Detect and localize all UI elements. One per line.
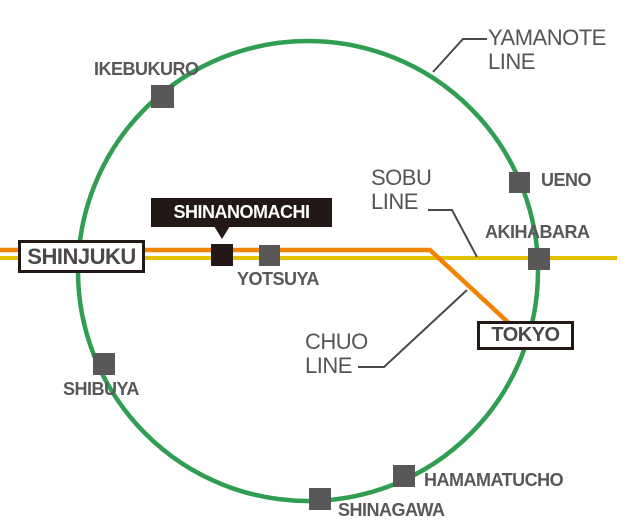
shinanomachi-pointer-triangle bbox=[214, 226, 230, 239]
station-label-hamamatucho: HAMAMATUCHO bbox=[424, 470, 564, 490]
station-label-akihabara: AKIHABARA bbox=[485, 222, 590, 242]
station-label-ikebukuro: IKEBUKURO bbox=[94, 59, 199, 79]
station-marker-shinagawa bbox=[309, 488, 331, 510]
station-marker-yotsuya bbox=[259, 245, 280, 266]
station-label-yotsuya: YOTSUYA bbox=[237, 269, 319, 289]
station-marker-shinanomachi bbox=[211, 244, 233, 266]
shinjuku-label-text: SHINJUKU bbox=[27, 243, 136, 269]
tokyo-label-text: TOKYO bbox=[491, 324, 560, 346]
station-label-shinjuku: SHINJUKU bbox=[18, 240, 145, 273]
station-label-shinanomachi: SHINANOMACHI bbox=[151, 198, 332, 227]
yamanote-callout-line bbox=[432, 38, 487, 73]
shinanomachi-label-text: SHINANOMACHI bbox=[173, 202, 311, 222]
station-marker-shibuya bbox=[93, 353, 115, 375]
line-label-yamanote: YAMANOTE LINE bbox=[488, 25, 606, 74]
station-marker-ueno bbox=[509, 172, 530, 193]
station-label-ueno: UENO bbox=[541, 170, 592, 190]
line-label-chuo: CHUO LINE bbox=[305, 329, 368, 378]
station-label-shibuya: SHIBUYA bbox=[63, 379, 139, 399]
sobu-callout-line bbox=[428, 209, 478, 258]
station-marker-ikebukuro bbox=[151, 85, 174, 108]
station-marker-hamamatucho bbox=[393, 465, 415, 487]
station-label-tokyo: TOKYO bbox=[477, 321, 574, 350]
station-marker-akihabara bbox=[528, 248, 550, 270]
station-label-shinagawa: SHINAGAWA bbox=[338, 500, 445, 520]
chuo-callout-line bbox=[358, 289, 468, 368]
line-label-sobu: SOBU LINE bbox=[371, 165, 432, 214]
